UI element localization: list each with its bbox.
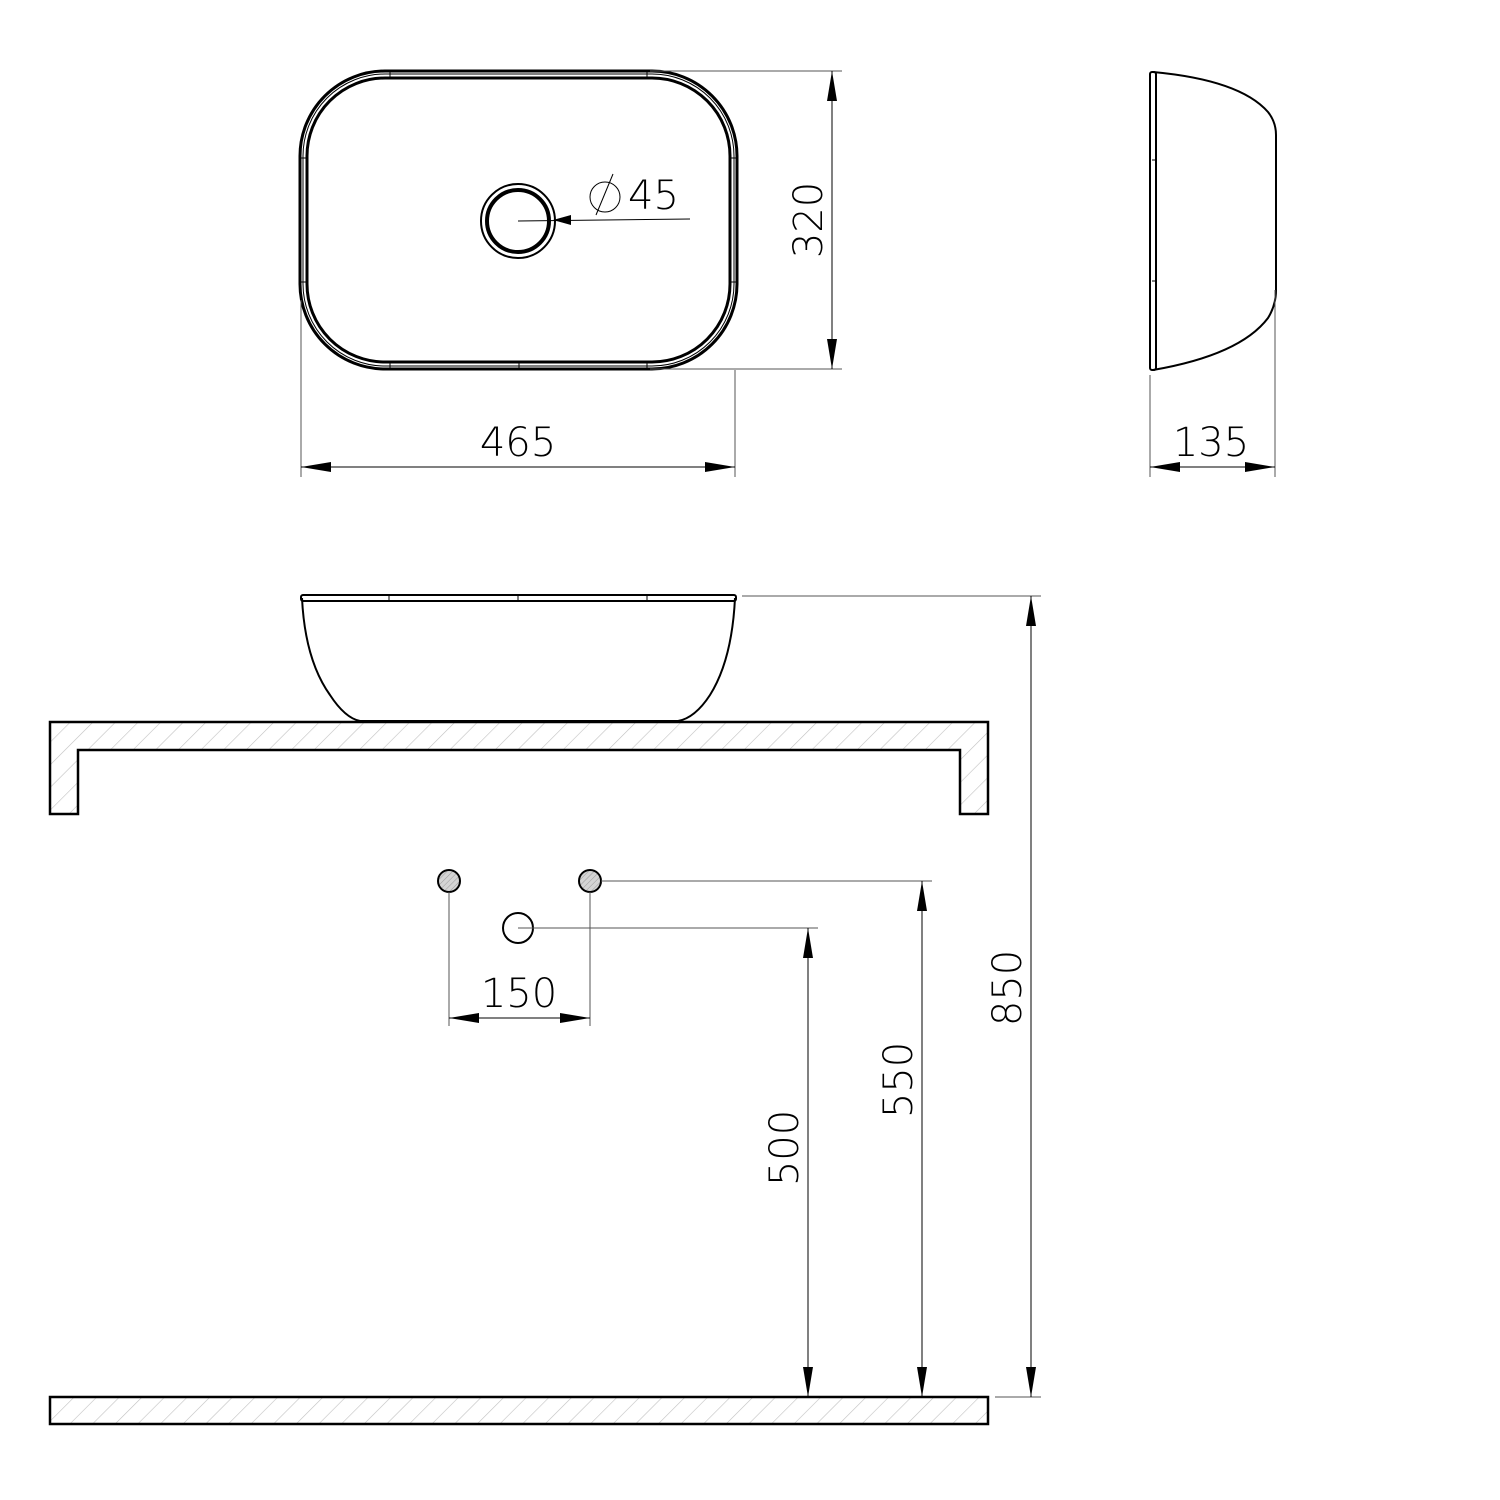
front-view: 150 500 550 850 [48, 594, 1041, 1426]
floor [48, 1395, 990, 1426]
width-dimension: 465 [300, 300, 736, 477]
basin-outline-top [298, 69, 739, 371]
height-dimension-135: 135 [1149, 290, 1276, 477]
total-height-label: 850 [985, 950, 1031, 1026]
tap-spacing-dimension: 150 [448, 892, 591, 1026]
drain-diameter-label: 45 [628, 173, 679, 219]
basin-outline-side [1149, 71, 1277, 371]
water-supply-points [437, 869, 602, 944]
hot-water-pipe-icon [578, 869, 602, 893]
side-view: 135 [1149, 71, 1277, 477]
basin-front [300, 594, 737, 722]
diameter-symbol-icon [589, 173, 621, 216]
basin-height-label: 135 [1173, 420, 1249, 466]
drain-dimension: 45 [517, 173, 691, 225]
drain-height-dimension: 500 [518, 927, 818, 1397]
drain-height-label: 500 [762, 1110, 808, 1186]
top-view: 45 465 320 [298, 69, 842, 477]
countertop [48, 720, 990, 816]
tap-height-label: 550 [876, 1042, 922, 1118]
width-label: 465 [480, 420, 556, 466]
total-height-dimension: 850 [742, 595, 1041, 1398]
depth-dimension: 320 [650, 70, 842, 370]
depth-label: 320 [786, 182, 832, 258]
tap-spacing-label: 150 [481, 971, 557, 1017]
cold-water-pipe-icon [437, 869, 461, 893]
tap-height-dimension: 550 [601, 880, 932, 1397]
